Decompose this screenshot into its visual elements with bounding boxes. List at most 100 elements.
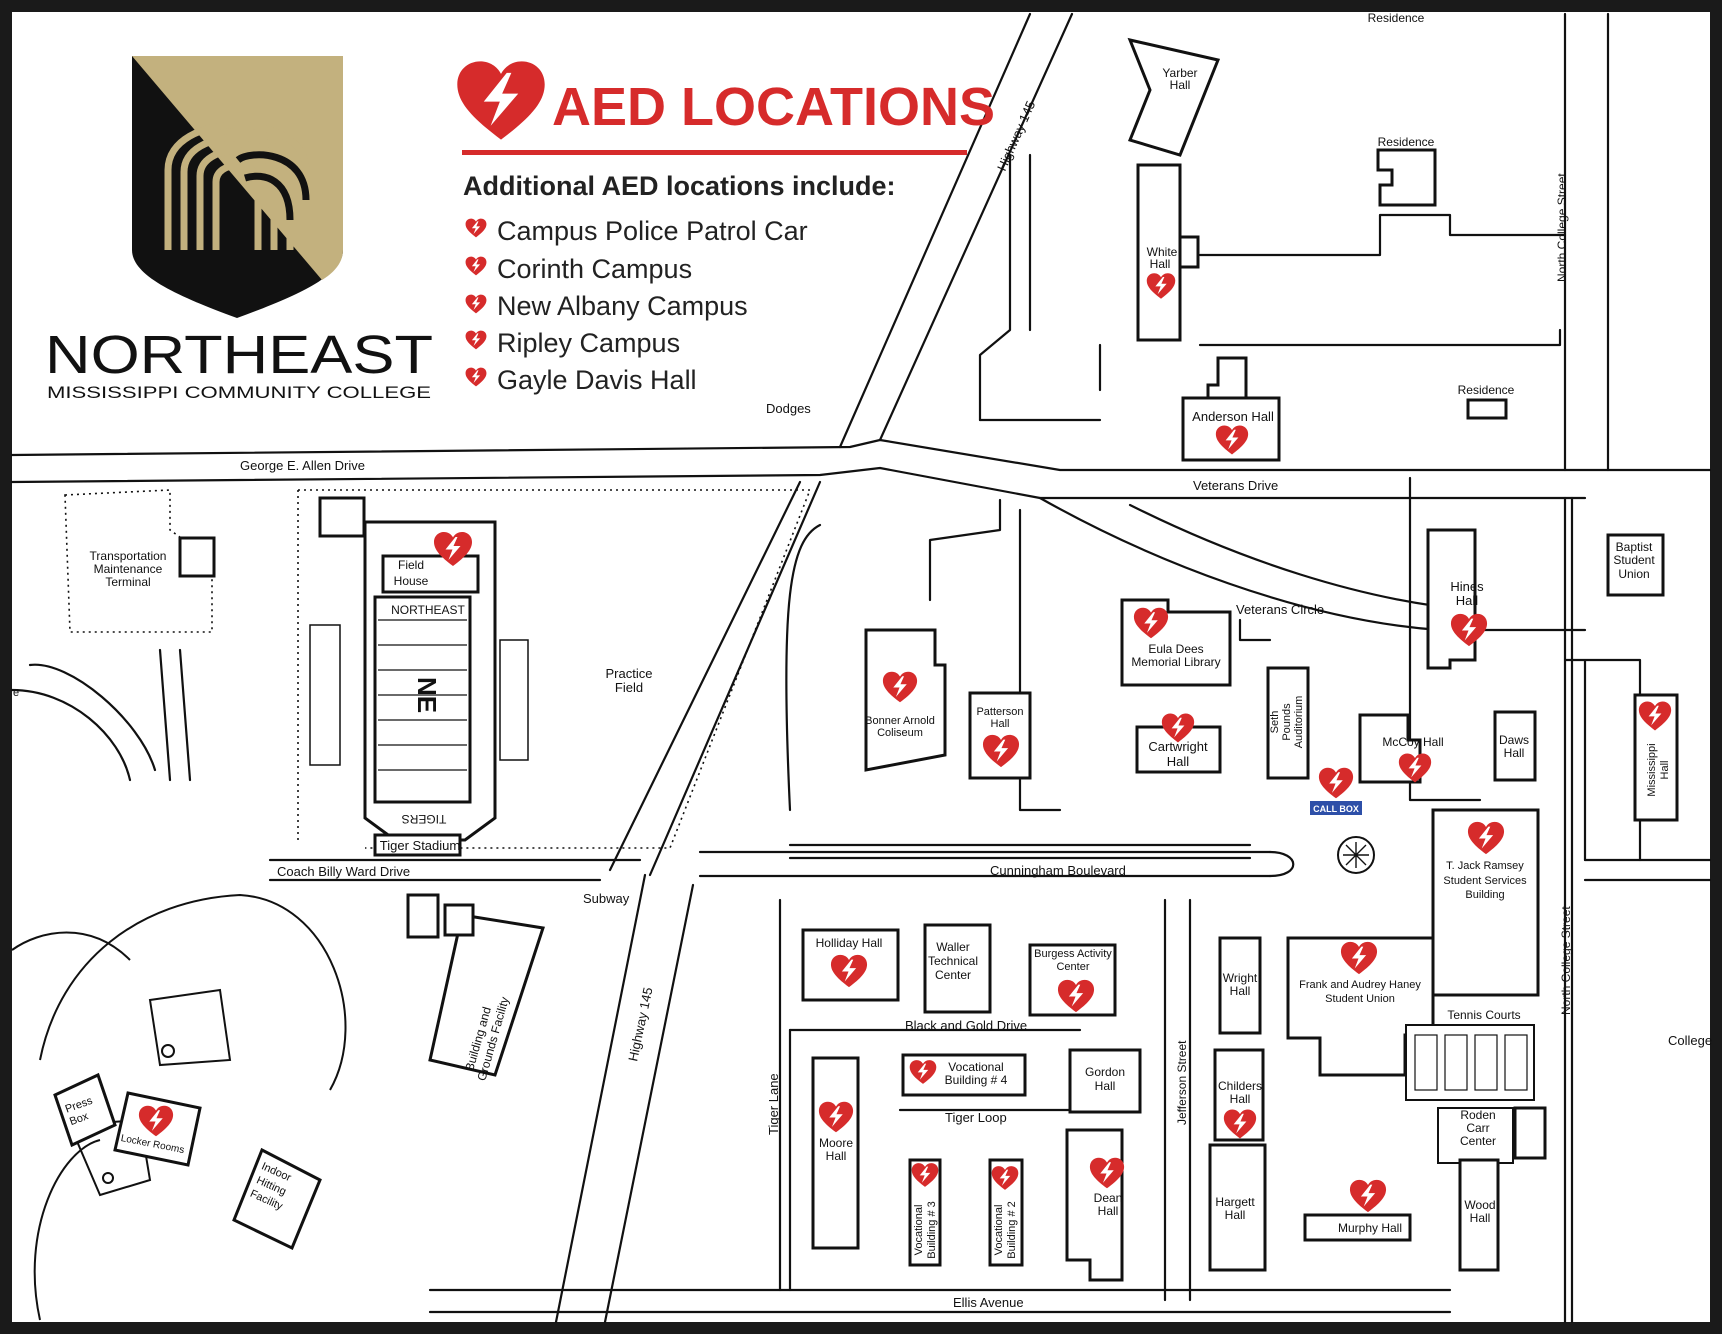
building-label: Union [1618,567,1649,581]
bonner-coliseum-outline [864,628,947,772]
wood-hall-outline [1458,1158,1500,1272]
building-label: Childers [1218,1079,1262,1093]
vocational-4-outline [901,1053,1027,1097]
building-label: Moore [819,1136,853,1150]
building-label: Student Services [1443,875,1527,887]
anderson-hall-outline [1183,356,1248,400]
road-label: Tiger Lane [766,1073,781,1135]
call-box-badge [1310,801,1362,815]
building-label: Cartwright [1148,739,1208,754]
daws-hall-outline [1493,710,1537,782]
header-title: AED LOCATIONS [552,77,995,137]
road-label: Tiger Loop [945,1110,1007,1125]
building-label: Baptist [1616,540,1653,554]
yarber-hall-outline [1127,37,1221,157]
building-label: Building # 2 [1006,1201,1018,1259]
patterson-hall-outline [968,691,1032,780]
additional-location: Campus Police Patrol Car [497,216,808,246]
building-label: Holliday Hall [816,936,883,950]
building-label: Maintenance [94,562,163,576]
building-label: Hall [826,1149,847,1163]
additional-location: Ripley Campus [497,328,680,358]
building-label: Eula Dees [1148,642,1203,656]
road-label: North College Street [1555,173,1569,282]
building-label: TIGERS [402,812,447,826]
dotted-boundaries [64,489,812,849]
building-label: Practice [606,666,653,681]
building-label: NORTHEAST [391,603,465,617]
building-label: Mississippi [1646,743,1658,796]
building-label: Student Union [1325,993,1395,1005]
building-label: Residence [1378,135,1435,149]
building-label: Field [398,558,424,572]
building-label: Vocational [993,1205,1005,1256]
building-label: Hall [1504,746,1525,760]
additional-location: Gayle Davis Hall [497,365,697,395]
building-grounds-outline [428,913,545,1077]
building-label: Center [1460,1134,1496,1148]
tennis-court-lines [1414,1034,1528,1091]
building-label: Seth [1269,711,1281,734]
call-box-label: CALL BOX [1313,804,1359,814]
building-label: e [13,687,19,699]
fountain-icon [1343,842,1369,868]
building-label: Transportation [90,549,167,563]
building-label: Burgess Activity [1034,948,1112,960]
road-label: Veterans Circle [1236,602,1324,617]
building-label: Technical [928,954,978,968]
baptist-union-outline [1606,533,1665,597]
tiger-stadium-outline [373,833,462,857]
road-label: Dodges [766,401,811,416]
building-label: Memorial Library [1131,655,1220,669]
building-label: Building # 4 [945,1073,1008,1087]
building-label: Daws [1499,733,1529,747]
building-label: Anderson Hall [1192,409,1274,424]
building-label: Field [615,680,643,695]
building-label: Hall [1170,78,1191,92]
building-label: Center [1056,961,1089,973]
murphy-hall-outline [1303,1213,1412,1242]
building-label: Patterson [976,706,1023,718]
building-label: Hall [1230,1092,1251,1106]
residence-2-outline [1376,148,1437,207]
building-label: Terminal [105,575,150,589]
building-label: Wright [1223,971,1258,985]
shield-n-logo-icon [132,56,343,318]
football-field [373,595,472,804]
header-underline [462,150,967,155]
press-box-outline [53,1072,117,1148]
building-label: Residence [1368,11,1425,25]
building-label: Hall [1167,754,1190,769]
building-label: Hargett [1215,1195,1255,1209]
header-subtitle: Additional AED locations include: [463,171,896,201]
transportation-terminal-outline [178,536,216,578]
building-label: Center [935,968,971,982]
building-label: Residence [1458,383,1515,397]
building-label: Student [1613,553,1655,567]
building-label: Hall [1456,593,1479,608]
building-label: Waller [936,940,970,954]
wright-hall-outline [1218,936,1262,1035]
residence-3-outline [1466,398,1508,420]
building-label: Vocational [948,1060,1003,1074]
road-label: Jefferson Street [1175,1040,1189,1125]
additional-location: New Albany Campus [497,291,748,321]
college-logo: NORTHEAST MISSISSIPPI COMMUNITY COLLEGE [45,56,433,402]
building-labels: Residence Yarber Hall Residence White Ha… [13,11,1671,1259]
building-label: Hall [1150,257,1171,271]
building-label: Tiger Stadium [380,838,460,853]
moore-hall-outline [811,1056,860,1250]
building-label: Building [1465,889,1504,901]
white-hall-outline [1136,163,1182,342]
building-label: Vocational [913,1205,925,1256]
road-label: Subway [583,891,630,906]
college-name: NORTHEAST [45,325,433,385]
building-label: Carr [1466,1121,1489,1135]
building-label: Hall [991,718,1010,730]
roden-center-outline [1437,1107,1514,1164]
road-label: College [1668,1033,1712,1048]
building-label: Murphy Hall [1338,1221,1402,1235]
burgess-center-outline [1028,943,1117,1017]
building-label: Hall [1225,1208,1246,1222]
